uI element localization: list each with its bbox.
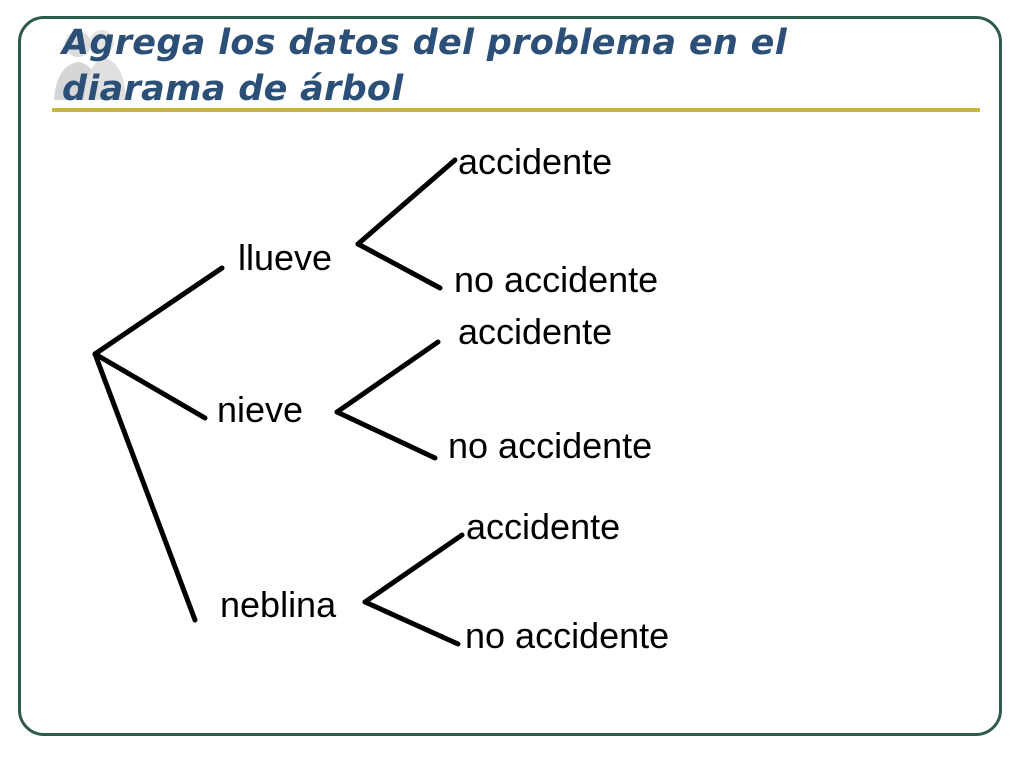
node-neblina: neblina [220, 584, 337, 625]
node-nieve-accidente: accidente [458, 311, 612, 352]
node-llueve-no-accidente: no accidente [454, 259, 658, 300]
node-llueve-accidente: accidente [458, 141, 612, 182]
branch-nieve-no-accidente [334, 409, 438, 461]
node-nieve-no-accidente: no accidente [448, 425, 652, 466]
branch-llueve-no-accidente [355, 241, 443, 291]
branch-root-neblina [92, 351, 198, 623]
decorative-people-icon [54, 30, 126, 100]
branch-nieve-accidente [334, 339, 441, 415]
slide-frame [18, 16, 1002, 736]
title-underline [52, 108, 980, 112]
branch-root-nieve [92, 351, 208, 421]
branch-root-llueve [92, 265, 225, 357]
node-neblina-no-accidente: no accidente [465, 615, 669, 656]
node-nieve: nieve [217, 389, 303, 430]
node-llueve: llueve [238, 237, 332, 278]
slide-title: Agrega los datos del problema en el diar… [62, 23, 787, 109]
branch-llueve-accidente [355, 157, 458, 247]
branch-neblina-no-accidente [362, 599, 461, 647]
node-neblina-accidente: accidente [466, 506, 620, 547]
branch-neblina-accidente [362, 532, 465, 605]
